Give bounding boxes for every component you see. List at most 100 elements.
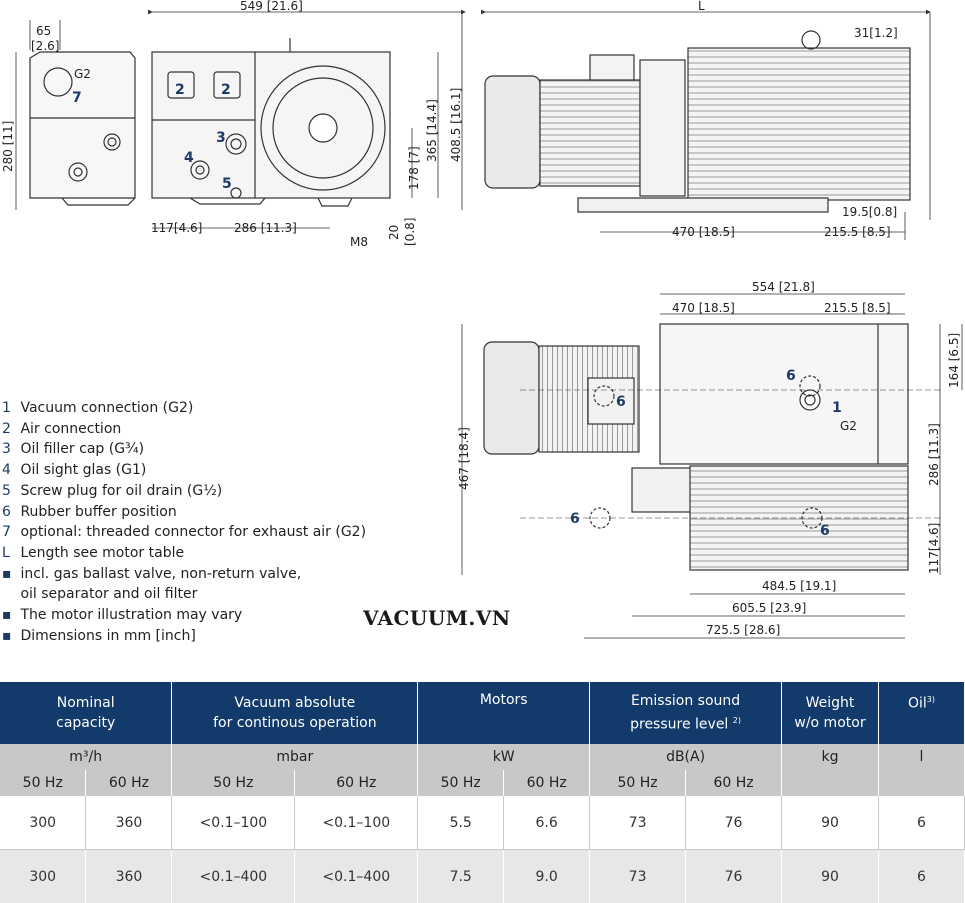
legend-item: 6 Rubber buffer position	[2, 502, 366, 523]
dim-l: L	[698, 0, 705, 13]
dim-725-5: 725.5 [28.6]	[706, 623, 780, 637]
table-cell: 5.5	[418, 796, 504, 850]
dim-554: 554 [21.8]	[752, 280, 815, 294]
freq-cell: 60 Hz	[295, 770, 418, 796]
table-cell: 6	[878, 796, 964, 850]
table-cell: 76	[686, 796, 782, 850]
header-motors: Motors	[418, 682, 590, 744]
table-cell: 9.0	[504, 850, 590, 903]
legend-item: 2 Air connection	[2, 419, 366, 440]
freq-cell: 50 Hz	[590, 770, 686, 796]
table-cell: 6	[878, 850, 964, 903]
dim-408-5: 408.5 [16.1]	[449, 88, 463, 162]
legend-item: 1 Vacuum connection (G2)	[2, 398, 366, 419]
dim-164: 164 [6.5]	[947, 333, 961, 388]
front-view	[152, 12, 465, 228]
legend-item: L Length see motor table	[2, 543, 366, 564]
table-row: 300 360 <0.1–100 <0.1–100 5.5 6.6 73 76 …	[0, 796, 965, 850]
freq-cell: 60 Hz	[86, 770, 172, 796]
dim-215-5-side: 215.5 [8.5]	[824, 225, 891, 239]
legend-item: 5 Screw plug for oil drain (G½)	[2, 481, 366, 502]
table-cell: <0.1–100	[172, 796, 295, 850]
table-cell: 73	[590, 796, 686, 850]
freq-cell: 50 Hz	[172, 770, 295, 796]
callout-6c: 6	[570, 511, 580, 527]
table-cell: 73	[590, 850, 686, 903]
table-cell: 7.5	[418, 850, 504, 903]
freq-cell: 50 Hz	[0, 770, 86, 796]
unit-cell: kg	[782, 744, 879, 770]
table-units-row: m³/h mbar kW dB(A) kg l	[0, 744, 965, 770]
label-m8: M8	[350, 235, 368, 249]
callout-4: 4	[184, 150, 194, 166]
table-cell: 6.6	[504, 796, 590, 850]
freq-cell: 50 Hz	[418, 770, 504, 796]
table-row: 300 360 <0.1–400 <0.1–400 7.5 9.0 73 76 …	[0, 850, 965, 903]
legend-item: ▪ incl. gas ballast valve, non-return va…	[2, 564, 366, 585]
dim-484-5: 484.5 [19.1]	[762, 579, 836, 593]
dim-117-top: 117[4.6]	[927, 523, 941, 574]
dim-549: 549 [21.6]	[240, 0, 303, 13]
freq-cell: 60 Hz	[686, 770, 782, 796]
freq-cell	[782, 770, 879, 796]
unit-cell: kW	[418, 744, 590, 770]
dim-365: 365 [14.4]	[425, 99, 439, 162]
dim-117-front: 117[4.6]	[151, 221, 202, 235]
legend-item: oil separator and oil filter	[2, 584, 366, 605]
table-cell: 90	[782, 796, 879, 850]
label-g2-top: G2	[840, 419, 857, 433]
watermark: VACUUM.VN	[363, 606, 511, 630]
callout-2a: 2	[175, 82, 185, 98]
label-g2-left: G2	[74, 67, 91, 81]
legend-item: 4 Oil sight glas (G1)	[2, 460, 366, 481]
table-cell: <0.1–100	[295, 796, 418, 850]
callout-2b: 2	[221, 82, 231, 98]
table-cell: <0.1–400	[172, 850, 295, 903]
dim-280: 280 [11]	[1, 121, 15, 172]
dim-605-5: 605.5 [23.9]	[732, 601, 806, 615]
callout-7: 7	[72, 90, 82, 106]
dim-65: 65	[36, 24, 51, 38]
table-cell: 76	[686, 850, 782, 903]
callout-5: 5	[222, 176, 232, 192]
unit-cell: l	[878, 744, 964, 770]
dim-215-5-top: 215.5 [8.5]	[824, 301, 891, 315]
legend: 1 Vacuum connection (G2) 2 Air connectio…	[2, 398, 366, 646]
dim-0-8: [0.8]	[403, 218, 417, 246]
table-cell: <0.1–400	[295, 850, 418, 903]
table-cell: 360	[86, 850, 172, 903]
table-cell: 300	[0, 850, 86, 903]
freq-cell: 60 Hz	[504, 770, 590, 796]
dim-467: 467 [18.4]	[457, 427, 471, 490]
callout-6b: 6	[616, 394, 626, 410]
unit-cell: dB(A)	[590, 744, 782, 770]
freq-cell	[878, 770, 964, 796]
table-cell: 90	[782, 850, 879, 903]
callout-3: 3	[216, 130, 226, 146]
dim-31: 31[1.2]	[854, 26, 898, 40]
dim-2-6: [2.6]	[31, 39, 59, 53]
legend-item: 7 optional: threaded connector for exhau…	[2, 522, 366, 543]
callout-1: 1	[832, 400, 842, 416]
unit-cell: m³/h	[0, 744, 172, 770]
legend-item: 3 Oil filler cap (G¾)	[2, 439, 366, 460]
legend-item: ▪ Dimensions in mm [inch]	[2, 626, 366, 647]
dim-178: 178 [7]	[407, 146, 421, 190]
table-cell: 360	[86, 796, 172, 850]
dim-470-side: 470 [18.5]	[672, 225, 735, 239]
dim-20: 20	[387, 225, 401, 240]
header-oil: Oil3)	[878, 682, 964, 744]
table-freq-row: 50 Hz 60 Hz 50 Hz 60 Hz 50 Hz 60 Hz 50 H…	[0, 770, 965, 796]
table-cell: 300	[0, 796, 86, 850]
callout-6d: 6	[820, 523, 830, 539]
dim-19-5: 19.5[0.8]	[842, 205, 897, 219]
unit-cell: mbar	[172, 744, 418, 770]
callout-6a: 6	[786, 368, 796, 384]
dim-286-front: 286 [11.3]	[234, 221, 297, 235]
